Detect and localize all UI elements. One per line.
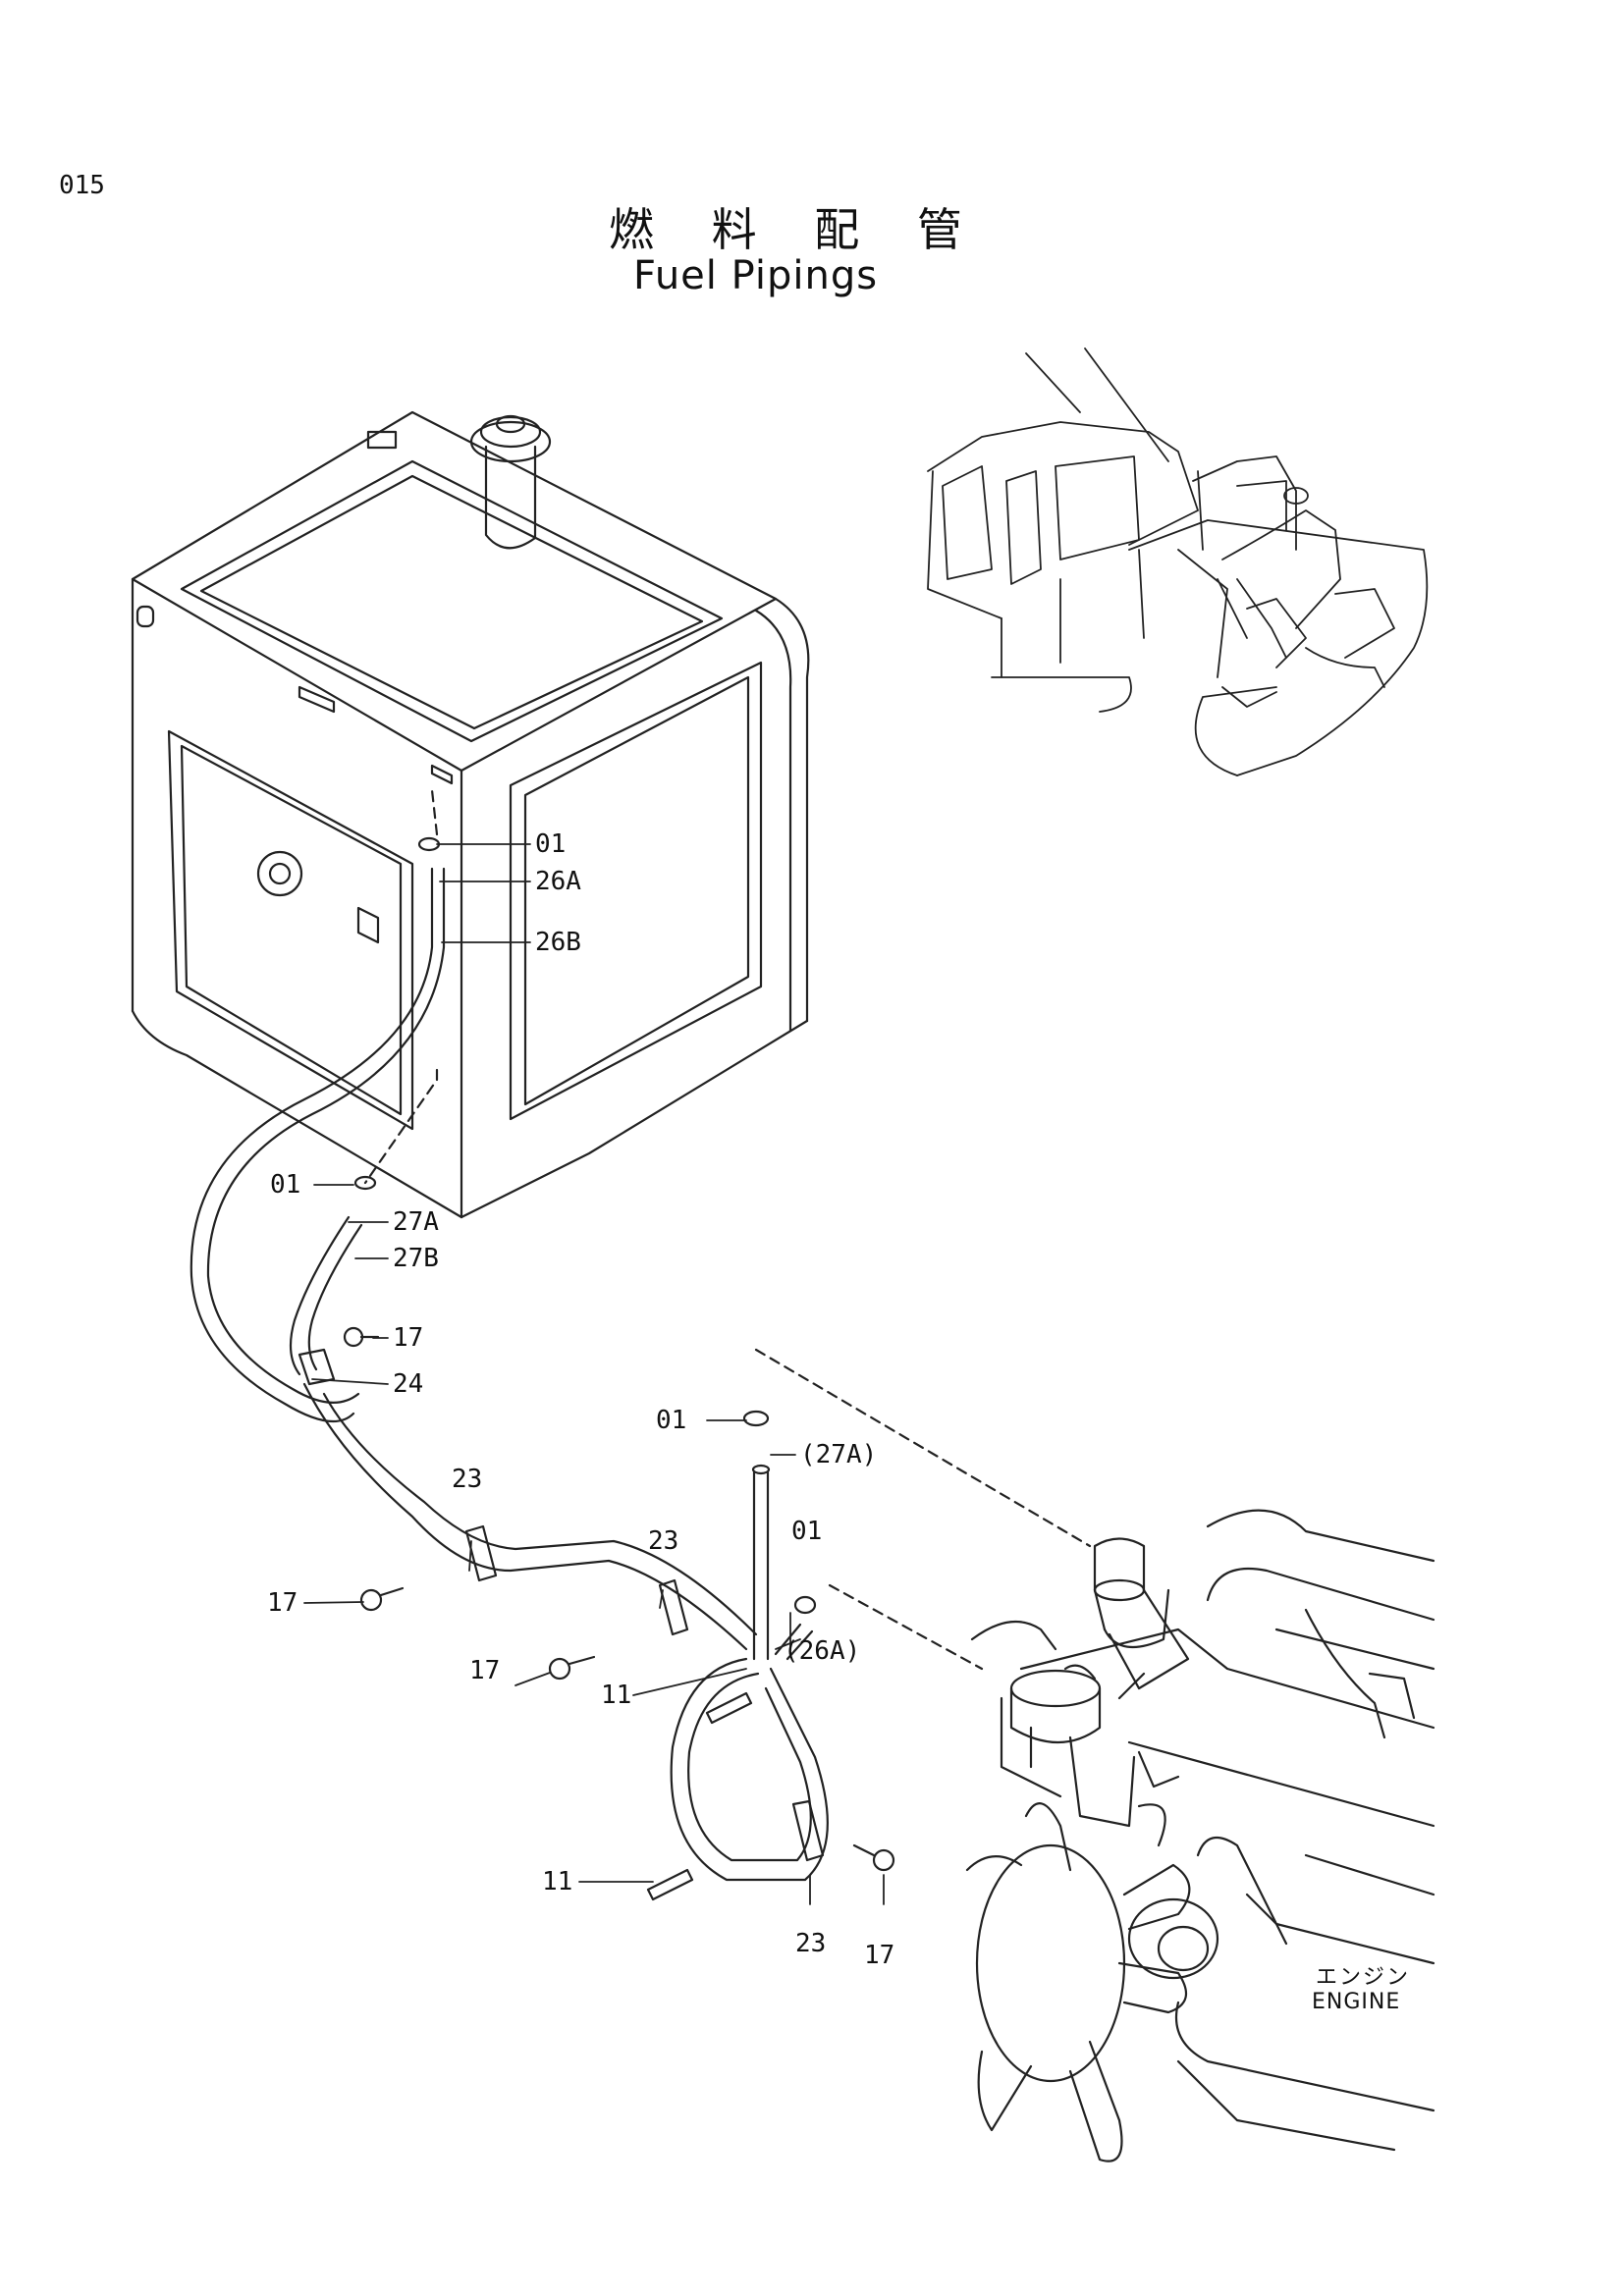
callout-26a: 26A xyxy=(535,867,581,896)
title-japanese: 燃 料 配 管 xyxy=(609,203,984,256)
callout-24: 24 xyxy=(393,1369,423,1399)
leader-lines xyxy=(303,843,885,1905)
callout-23-c: 23 xyxy=(795,1929,826,1958)
callout-01-top: 01 xyxy=(535,829,566,859)
cooling-fan xyxy=(965,1802,1219,2163)
dashed-connections xyxy=(363,788,1092,1671)
callout-26b: 26B xyxy=(535,928,581,957)
callout-26a-paren: (26A) xyxy=(784,1636,860,1666)
fittings xyxy=(353,836,817,1661)
clamps-and-bolts xyxy=(298,1326,895,1901)
vertical-pipe xyxy=(751,1464,771,1661)
callout-11-a: 11 xyxy=(601,1681,631,1710)
callout-01-mid: 01 xyxy=(270,1170,300,1200)
callout-27a: 27A xyxy=(393,1207,439,1237)
callout-27a-paren: (27A) xyxy=(800,1440,877,1469)
callout-17-d: 17 xyxy=(864,1941,894,1970)
fuel-tank xyxy=(131,410,810,1219)
fuel-hoses xyxy=(189,867,829,1882)
engine-label-english: ENGINE xyxy=(1312,1990,1401,2014)
callout-01-engine: 01 xyxy=(656,1406,686,1435)
engine xyxy=(965,1509,1435,2163)
callout-labels: 01 26A 26B 01 27A 27B 17 24 01 (27A) 23 … xyxy=(267,829,894,1970)
callout-17-b: 17 xyxy=(267,1588,298,1618)
callout-27b: 27B xyxy=(393,1244,439,1273)
callout-23-a: 23 xyxy=(452,1465,482,1494)
callout-01-right: 01 xyxy=(791,1517,822,1546)
engine-label-japanese: エンジン xyxy=(1316,1965,1411,1990)
excavator-inset xyxy=(927,347,1429,776)
title-english: Fuel Pipings xyxy=(633,253,879,298)
callout-11-b: 11 xyxy=(542,1867,572,1896)
callout-17-c: 17 xyxy=(469,1656,500,1685)
page-number: 015 xyxy=(59,171,105,200)
callout-23-b: 23 xyxy=(648,1526,678,1556)
callout-17-a: 17 xyxy=(393,1323,423,1353)
